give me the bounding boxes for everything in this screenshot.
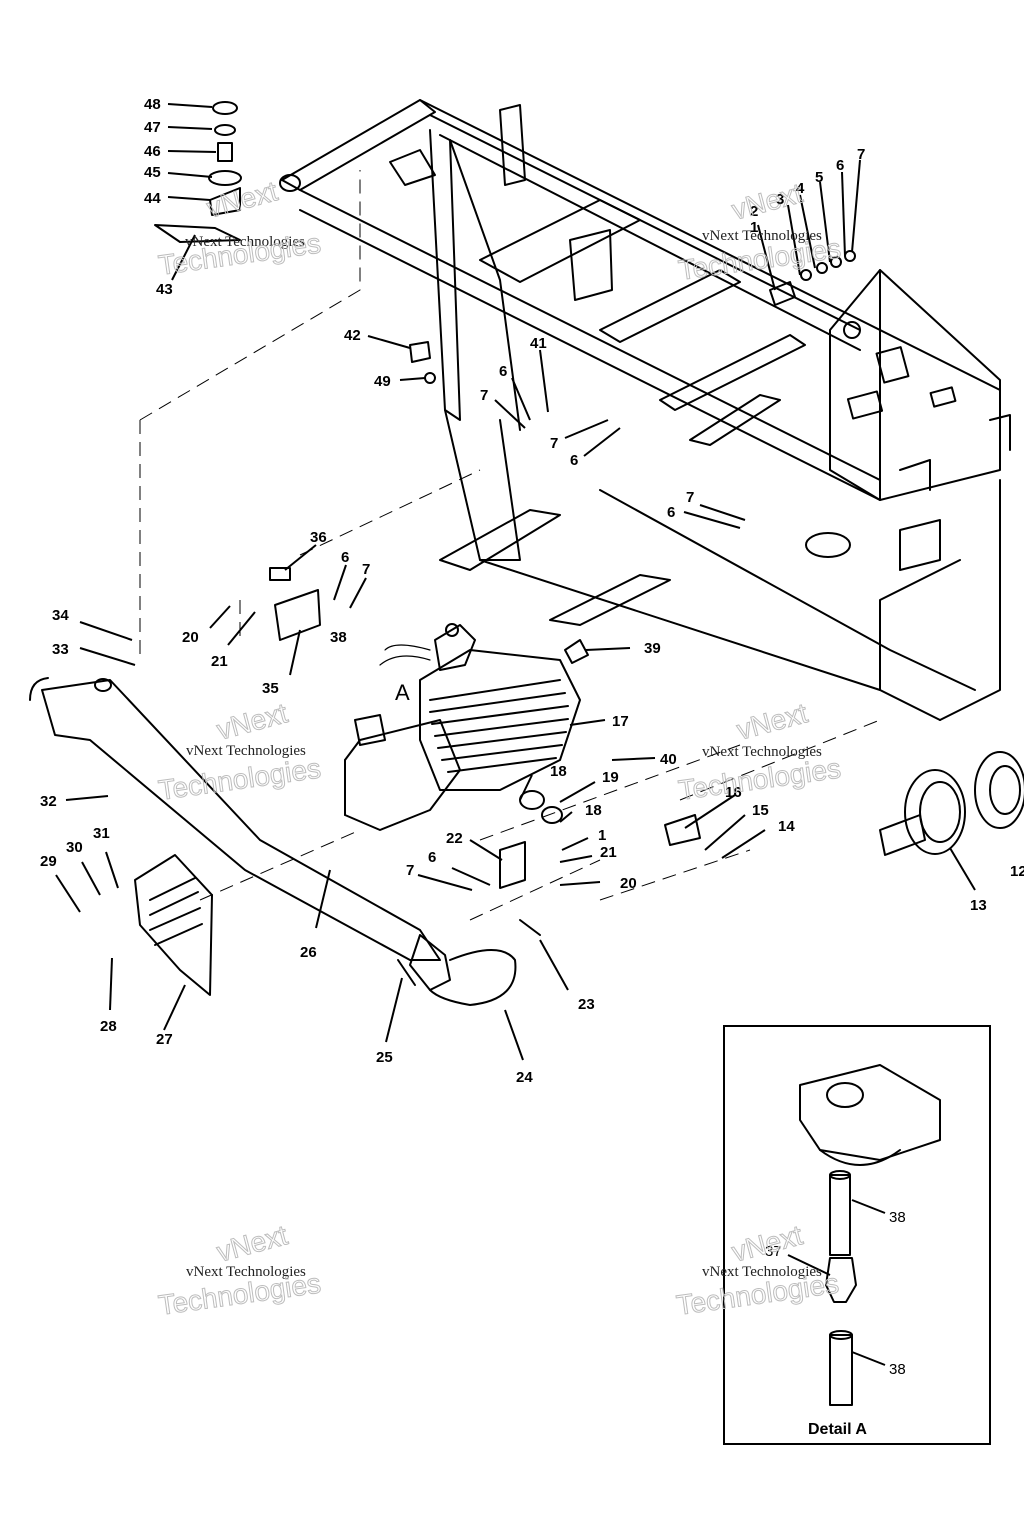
callout-6d: 6: [667, 504, 675, 521]
watermark-vnext: vNext: [214, 1219, 291, 1268]
callout-16: 16: [725, 784, 742, 801]
detail-a-title: Detail A: [808, 1421, 867, 1438]
callout-19: 19: [602, 769, 619, 786]
callout-18a: 18: [550, 763, 567, 780]
callout-6e: 6: [341, 549, 349, 566]
callout-31: 31: [93, 825, 110, 842]
leader-lines: [55, 103, 976, 1061]
watermark-vnext: vNext: [729, 177, 806, 226]
hardware: [154, 101, 856, 889]
callout-1b: 1: [598, 827, 606, 844]
callout-24: 24: [516, 1069, 533, 1086]
watermark-technologies: Technologies: [677, 752, 843, 805]
callout-29: 29: [40, 853, 57, 870]
callout-7f: 7: [406, 862, 414, 879]
callout-4: 4: [796, 180, 805, 197]
watermark-vnext: vNext: [214, 697, 291, 746]
watermark-vnext: vNext: [729, 1219, 806, 1268]
callout-45: 45: [144, 164, 161, 181]
callout-2: 2: [750, 203, 758, 220]
callout-25: 25: [376, 1049, 393, 1066]
callout-35: 35: [262, 680, 279, 697]
callout-7d: 7: [686, 489, 694, 506]
callout-42: 42: [344, 327, 361, 344]
callout-6a: 6: [499, 363, 507, 380]
detail-a-label-38-top: 38: [889, 1209, 906, 1226]
callout-39: 39: [644, 640, 661, 657]
callout-27: 27: [156, 1031, 173, 1048]
view-marker-a: A: [395, 680, 410, 705]
callout-17: 17: [612, 713, 629, 730]
callout-18b: 18: [585, 802, 602, 819]
callout-33: 33: [52, 641, 69, 658]
callout-20a: 20: [182, 629, 199, 646]
detail-a-panel: 38 37 38 Detail A: [723, 1025, 991, 1445]
callout-46: 46: [144, 143, 161, 160]
callout-6b: 6: [570, 452, 578, 469]
watermark-bottom-right: vNext vNext Technologies Technologies: [674, 1219, 841, 1322]
callout-41: 41: [530, 335, 547, 352]
callout-7e: 7: [362, 561, 370, 578]
callout-44: 44: [144, 190, 161, 207]
callout-26: 26: [300, 944, 317, 961]
detail-a-label-37: 37: [765, 1243, 782, 1260]
callout-23: 23: [578, 996, 595, 1013]
callout-15: 15: [752, 802, 769, 819]
vehicle-frame: [279, 99, 1011, 721]
muffler-exhaust: [29, 677, 541, 1006]
callout-21b: 21: [600, 844, 617, 861]
part-callouts: 48 47 46 45 44 43 42 49 41 6 7 7 6 1 2 3…: [40, 96, 1024, 1086]
callout-34: 34: [52, 607, 69, 624]
assembly-dashed-lines: [139, 170, 881, 921]
watermark-mid-left: vNext vNext Technologies Technologies: [156, 697, 323, 807]
callout-36: 36: [310, 529, 327, 546]
watermark-bottom-left: vNext vNext Technologies Technologies: [156, 1219, 323, 1322]
watermark-small-text: vNext Technologies: [186, 743, 306, 759]
callout-13: 13: [970, 897, 987, 914]
callout-28: 28: [100, 1018, 117, 1035]
clutch-pulleys: [879, 751, 1024, 856]
callout-30: 30: [66, 839, 83, 856]
callout-5: 5: [815, 169, 823, 186]
watermark-small-text: vNext Technologies: [186, 1264, 306, 1280]
watermark-small-text: vNext Technologies: [702, 744, 822, 760]
callout-43: 43: [156, 281, 173, 298]
engine-assembly: [344, 623, 581, 831]
callout-1a: 1: [750, 219, 758, 236]
watermark-technologies: Technologies: [157, 752, 323, 805]
callout-6c: 6: [836, 157, 844, 174]
callout-7a: 7: [480, 387, 488, 404]
callout-12: 12: [1010, 863, 1024, 880]
callout-3: 3: [776, 191, 784, 208]
watermark-mid-right: vNext vNext Technologies Technologies: [676, 697, 843, 807]
callout-49: 49: [374, 373, 391, 390]
callout-21a: 21: [211, 653, 228, 670]
callout-7c: 7: [857, 146, 865, 163]
watermark-small-text: vNext Technologies: [702, 1264, 822, 1280]
callout-7b: 7: [550, 435, 558, 452]
watermark-vnext: vNext: [734, 697, 811, 746]
callout-38: 38: [330, 629, 347, 646]
detail-a-label-38-bottom: 38: [889, 1361, 906, 1378]
callout-20b: 20: [620, 875, 637, 892]
watermark-small-text: vNext Technologies: [185, 234, 305, 250]
callout-14: 14: [778, 818, 795, 835]
watermark-small-text: vNext Technologies: [702, 228, 822, 244]
watermark-top-left: vNext vNext Technologies Technologies: [156, 175, 323, 282]
callout-47: 47: [144, 119, 161, 136]
callout-6f: 6: [428, 849, 436, 866]
callout-22: 22: [446, 830, 463, 847]
callout-32: 32: [40, 793, 57, 810]
callout-40: 40: [660, 751, 677, 768]
callout-48: 48: [144, 96, 161, 113]
